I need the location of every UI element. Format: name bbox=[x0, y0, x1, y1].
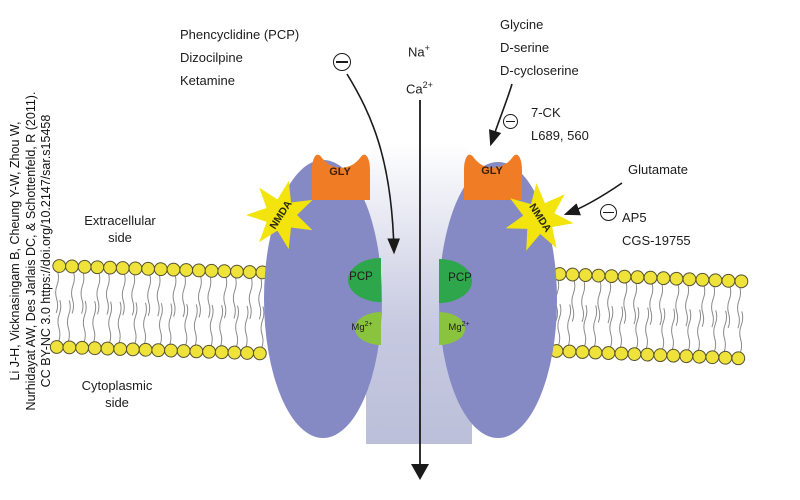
lipid-bilayer-right bbox=[549, 267, 749, 366]
figure-credit: Li J-H, Vicknasingam B, Cheung Y-W, Zhou… bbox=[8, 51, 56, 451]
inhibition-icon bbox=[503, 114, 518, 129]
sodium-ion-label: Na+ bbox=[408, 43, 430, 60]
drug-label: Glycine bbox=[500, 17, 544, 32]
mg-site-label-right: Mg2+ bbox=[448, 321, 470, 334]
calcium-ion-label: Ca2+ bbox=[406, 80, 433, 97]
glutamate-label: Glutamate bbox=[628, 162, 688, 177]
channel-blockers-list: Phencyclidine (PCP) Dizocilpine Ketamine bbox=[180, 27, 299, 96]
gly-site-label-left: GLY bbox=[329, 166, 351, 178]
credit-line: Li J-H, Vicknasingam B, Cheung Y-W, Zhou… bbox=[8, 121, 22, 381]
arrow-blockers-to-pcp bbox=[346, 73, 401, 255]
credit-line: Nurhidayat AW, Des Jarlais DC, & Schotte… bbox=[23, 91, 38, 411]
mg-site-right bbox=[439, 312, 466, 345]
glutamate-antagonists-list: AP5 CGS-19755 bbox=[622, 210, 691, 256]
pcp-site-right bbox=[439, 259, 472, 303]
glycine-antagonists-list: 7-CK L689, 560 bbox=[531, 105, 589, 151]
gly-site-right bbox=[464, 154, 522, 200]
nmda-site-right bbox=[505, 183, 574, 251]
gly-site-label-right: GLY bbox=[481, 165, 503, 177]
mg-site-label-left: Mg2+ bbox=[351, 321, 373, 334]
drug-label: L689, 560 bbox=[531, 128, 589, 143]
pcp-site-left bbox=[348, 258, 381, 302]
gly-site-left bbox=[312, 154, 370, 200]
arrow-glutamate-to-nmda bbox=[563, 182, 623, 216]
pcp-site-label-left: PCP bbox=[349, 271, 373, 283]
receptor-subunit-left bbox=[264, 160, 382, 438]
ion-flow-arrowhead bbox=[411, 464, 429, 480]
drug-label: Phencyclidine (PCP) bbox=[180, 27, 300, 42]
drug-label: 7-CK bbox=[531, 105, 561, 120]
pcp-site-label-right: PCP bbox=[448, 272, 472, 284]
drug-label: CGS-19755 bbox=[622, 233, 691, 248]
drug-label: Dizocilpine bbox=[180, 50, 243, 65]
extracellular-side-label: Extracellular side bbox=[84, 213, 156, 245]
inhibition-icon bbox=[333, 53, 351, 71]
drug-label: D-cycloserine bbox=[500, 63, 579, 78]
glycine-agonists-list: Glycine D-serine D-cycloserine bbox=[500, 17, 579, 86]
inhibition-icon bbox=[600, 204, 617, 221]
drug-label: Ketamine bbox=[180, 73, 235, 88]
drug-label: D-serine bbox=[500, 40, 550, 55]
lipid-bilayer-left bbox=[49, 259, 270, 361]
arrow-agonists-to-gly bbox=[488, 83, 513, 147]
cytoplasmic-side-label: Cytoplasmic side bbox=[81, 378, 153, 410]
nmda-site-left bbox=[246, 180, 313, 250]
mg-site-left bbox=[355, 312, 381, 345]
drug-label: AP5 bbox=[622, 210, 647, 225]
credit-line: CC BY-NC 3.0 https://doi.org/10.2147/sar… bbox=[39, 114, 53, 388]
